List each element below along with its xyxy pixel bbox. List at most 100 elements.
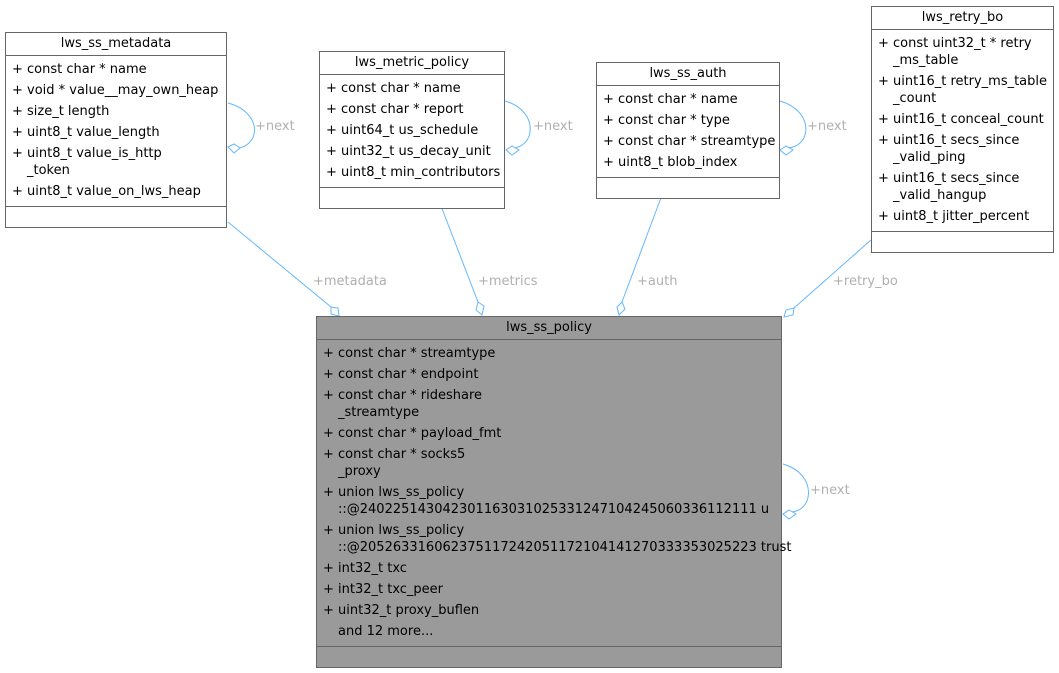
attribute-row: and 12 more... [317, 623, 781, 640]
attribute-row: + uint16_t secs_since _valid_ping [872, 132, 1053, 166]
visibility-marker: + [323, 346, 334, 361]
class-node-lws-ss-metadata[interactable]: lws_ss_metadata+const char * name+void *… [5, 32, 227, 228]
edge-metrics [440, 205, 479, 303]
edge-metadata [227, 221, 332, 308]
attribute-row: + union lws_ss_policy ::@2052633160623751… [317, 522, 791, 556]
edge-label-metadata-next: +next [255, 119, 295, 134]
method-compartment [317, 647, 781, 667]
attribute-text: const char * rideshare _streamtype [338, 388, 483, 420]
visibility-marker: + [326, 81, 337, 96]
edge-policy-next [782, 463, 809, 513]
attribute-row: +int32_t txc [317, 560, 781, 577]
attribute-row: +uint8_t value_is_http _token [6, 145, 226, 179]
attribute-row: +const uint32_t * retry _ms_table [872, 35, 1053, 69]
attribute-text: uint8_t blob_index [618, 155, 738, 170]
attribute-row: + const char * endpoint [317, 366, 781, 383]
attribute-text: const char * streamtype [338, 346, 496, 361]
attribute-text: union lws_ss_policy ::@20526331606237511… [338, 523, 792, 555]
visibility-marker: + [12, 146, 23, 161]
attribute-row: +uint32_t us_decay_unit [320, 143, 504, 160]
visibility-marker: + [878, 209, 889, 224]
visibility-marker: + [323, 485, 334, 500]
attribute-text: uint8_t min_contributors [341, 165, 501, 180]
attribute-list: + const char * streamtype + const char * en… [317, 340, 791, 647]
visibility-marker: + [326, 123, 337, 138]
attribute-text: const char * streamtype [618, 134, 776, 149]
aggregation-diamond [783, 307, 795, 318]
visibility-marker: + [878, 36, 889, 51]
attribute-row: +void * value__may_own_heap [6, 82, 226, 99]
visibility-marker: + [603, 155, 614, 170]
visibility-marker: + [603, 92, 614, 107]
visibility-marker: + [878, 133, 889, 148]
visibility-marker: + [12, 125, 23, 140]
attribute-row: +const char * name [320, 80, 504, 97]
visibility-marker: + [323, 426, 334, 441]
attribute-text: and 12 more... [338, 624, 434, 639]
attribute-list: +const char * name+const char * type+con… [597, 86, 779, 178]
attribute-text: uint32_t us_decay_unit [341, 144, 491, 159]
attribute-row: + const char * socks5 _proxy [317, 446, 781, 480]
visibility-marker: + [12, 104, 23, 119]
class-node-lws-metric-policy[interactable]: lws_metric_policy+const char * name+cons… [319, 51, 505, 209]
edge-label-metric-next: +next [533, 119, 573, 134]
visibility-marker: + [603, 134, 614, 149]
attribute-text: void * value__may_own_heap [27, 83, 219, 98]
attribute-row: + uint8_t blob_index [597, 154, 779, 171]
method-compartment [872, 232, 1053, 252]
attribute-text: uint64_t us_schedule [341, 123, 479, 138]
edge-label-policy-next: +next [810, 483, 850, 498]
visibility-marker: + [323, 447, 334, 462]
edge-auth-next [779, 100, 807, 149]
attribute-row: +uint8_t value_on_lws_heap [6, 183, 226, 200]
attribute-row: + uint32_t proxy_buflen [317, 602, 781, 619]
visibility-marker: + [323, 388, 334, 403]
class-node-lws-ss-policy[interactable]: lws_ss_policy+const char * streamtype+co… [316, 316, 791, 668]
visibility-marker: + [323, 603, 334, 618]
class-node-lws-ss-auth[interactable]: lws_ss_auth+const char * name+const char… [596, 62, 780, 199]
edge-label-auth-next: +next [807, 119, 847, 134]
aggregation-diamond [779, 145, 794, 156]
visibility-marker: + [323, 561, 334, 576]
attribute-row: + uint64_t us_schedule [320, 122, 504, 139]
attribute-text: uint16_t secs_since _valid_ping [893, 133, 1020, 165]
attribute-row: + union lws_ss_policy ::@2402251430423011… [317, 484, 781, 518]
class-title: lws_ss_auth [597, 63, 779, 86]
attribute-text: const char * name [27, 62, 147, 77]
visibility-marker: + [326, 165, 337, 180]
edge-label-metadata: +metadata [313, 274, 387, 289]
method-compartment [320, 188, 504, 208]
aggregation-diamond [616, 301, 626, 316]
class-node-lws-retry-bo[interactable]: lws_retry_bo+const uint32_t * retry _ms_… [871, 6, 1054, 253]
method-compartment [597, 178, 779, 198]
attribute-text: union lws_ss_policy ::@24022514304230116… [338, 485, 770, 517]
attribute-text: int32_t txc_peer [338, 582, 444, 597]
aggregation-diamond [227, 143, 241, 154]
attribute-text: const char * payload_fmt [338, 426, 502, 441]
attribute-text: const char * socks5 _proxy [338, 447, 466, 479]
attribute-row: + const char * rideshare _streamtype [317, 387, 781, 421]
edge-metadata-next [227, 102, 255, 149]
attribute-list: +const char * name+const char * report+u… [320, 75, 504, 188]
attribute-row: +const char * type [597, 112, 779, 129]
attribute-row: +const char * report [320, 101, 504, 118]
attribute-text: uint8_t jitter_percent [893, 209, 1030, 224]
edge-label-metrics: +metrics [478, 274, 538, 289]
attribute-row: + uint8_t min_contributors [320, 164, 504, 181]
visibility-marker: + [12, 62, 23, 77]
visibility-marker: + [323, 367, 334, 382]
visibility-marker: + [878, 112, 889, 127]
edge-label-retry-bo: +retry_bo [833, 274, 898, 289]
visibility-marker: + [603, 113, 614, 128]
attribute-text: uint8_t value_on_lws_heap [27, 184, 201, 199]
visibility-marker: + [878, 74, 889, 89]
edge-metric-next [504, 100, 531, 149]
visibility-marker: + [323, 523, 334, 538]
attribute-row: +uint16_t secs_since _valid_hangup [872, 170, 1053, 204]
attribute-text: uint32_t proxy_buflen [338, 603, 480, 618]
attribute-text: const char * name [618, 92, 738, 107]
attribute-row: + uint8_t jitter_percent [872, 208, 1053, 225]
attribute-text: const char * endpoint [338, 367, 479, 382]
visibility-marker: + [323, 582, 334, 597]
